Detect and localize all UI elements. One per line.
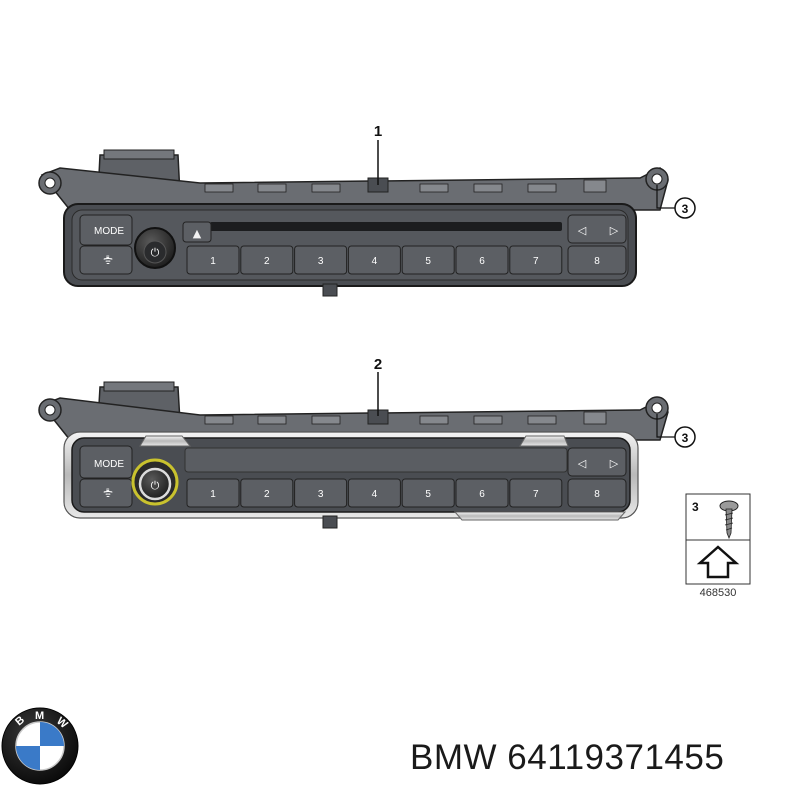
- power-icon: ⏻: [151, 479, 160, 492]
- preset-buttons: 1 2 3 4 5 6 7: [186, 245, 563, 275]
- callout-3a: 3: [682, 202, 689, 216]
- eject-icon: ▲: [193, 227, 202, 240]
- preset-label-7: 7: [533, 256, 539, 267]
- bottom-clip: [322, 515, 338, 529]
- preset-button-6[interactable]: [455, 478, 509, 508]
- bottom-clip: [322, 283, 338, 297]
- mode-label: MODE: [94, 459, 124, 470]
- seek-button[interactable]: [567, 447, 627, 477]
- radio-control-unit-1: ▲ MODE ᯤ᯦ ⏻ 1 2 3 4 5 6 7 ◁ ▷ 8: [38, 149, 669, 297]
- seek-forward-icon: ▷: [610, 224, 619, 237]
- preset-button-5[interactable]: [401, 478, 455, 508]
- bmw-logo: B M W: [1, 707, 79, 785]
- diagram-number: 468530: [700, 587, 737, 599]
- legend-item-number: 3: [692, 500, 699, 514]
- mounting-ear-left: [38, 398, 62, 422]
- preset-button-3[interactable]: [294, 245, 348, 275]
- seek-back-icon: ◁: [578, 457, 587, 470]
- seek-forward-icon: ▷: [610, 457, 619, 470]
- preset-button-5[interactable]: [401, 245, 455, 275]
- brand-name: BMW: [410, 738, 498, 777]
- mounting-ear-right: [645, 396, 669, 420]
- cd-slot: [210, 222, 562, 231]
- chrome-bottom-right: [453, 511, 627, 521]
- leader-line-3b: [656, 414, 676, 438]
- mode-button[interactable]: [79, 445, 133, 479]
- callout-circle-3a: [674, 197, 696, 219]
- mounting-ear-left: [38, 171, 62, 195]
- preset-button-1[interactable]: [186, 245, 240, 275]
- preset-button-4[interactable]: [347, 478, 401, 508]
- leader-line-3a: [656, 185, 676, 209]
- traffic-radio-icon: ᯤ᯦: [103, 487, 113, 500]
- preset-label-5: 5: [425, 489, 431, 500]
- callout-2: 2: [374, 356, 382, 373]
- preset-button-3[interactable]: [294, 478, 348, 508]
- eject-button[interactable]: [182, 221, 212, 243]
- chrome-accent-left: [139, 435, 192, 447]
- preset-label-6: 6: [479, 489, 485, 500]
- connector-top: [103, 381, 175, 392]
- chrome-accent-right: [519, 435, 569, 447]
- mounting-ear-right: [645, 167, 669, 191]
- seek-back-icon: ◁: [578, 224, 587, 237]
- preset-button-7[interactable]: [509, 245, 563, 275]
- preset-label-7: 7: [533, 489, 539, 500]
- top-ribs: [204, 179, 607, 193]
- source-button[interactable]: [79, 245, 133, 275]
- part-number: 64119371455: [507, 738, 725, 777]
- seek-button[interactable]: [567, 214, 627, 244]
- parts-legend-box: 3 468530: [685, 493, 751, 599]
- preset-label-3: 3: [318, 489, 324, 500]
- callout-circle-3b: [674, 426, 696, 448]
- source-button[interactable]: [79, 478, 133, 508]
- power-icon: ⏻: [151, 246, 160, 259]
- preset-label-2: 2: [264, 256, 270, 267]
- callout-1: 1: [374, 123, 382, 140]
- preset-label-8: 8: [594, 489, 600, 500]
- preset-label-3: 3: [318, 256, 324, 267]
- volume-knob[interactable]: [131, 458, 179, 506]
- display-area: [184, 447, 568, 473]
- preset-button-8[interactable]: [567, 478, 627, 508]
- volume-knob[interactable]: [134, 227, 176, 269]
- preset-label-4: 4: [372, 489, 378, 500]
- screw-icon: [719, 500, 739, 540]
- preset-button-8[interactable]: [567, 245, 627, 275]
- preset-label-8: 8: [594, 256, 600, 267]
- preset-button-4[interactable]: [347, 245, 401, 275]
- preset-button-2[interactable]: [240, 245, 294, 275]
- preset-label-2: 2: [264, 489, 270, 500]
- radio-control-unit-2: MODE ᯤ᯦ ⏻ 1 2 3 4 5 6 7 ◁ ▷ 8: [38, 381, 669, 529]
- mode-button[interactable]: [79, 214, 133, 246]
- connector-top: [103, 149, 175, 160]
- mode-label: MODE: [94, 226, 124, 237]
- preset-label-6: 6: [479, 256, 485, 267]
- callout-3b: 3: [682, 431, 689, 445]
- preset-buttons: 1 2 3 4 5 6 7: [186, 478, 563, 508]
- preset-label-1: 1: [210, 489, 216, 500]
- top-ribs: [204, 411, 607, 425]
- traffic-radio-icon: ᯤ᯦: [103, 254, 113, 267]
- preset-label-4: 4: [372, 256, 378, 267]
- svg-text:M: M: [35, 710, 44, 722]
- preset-button-7[interactable]: [509, 478, 563, 508]
- part-number-caption: BMW 64119371455: [410, 738, 724, 778]
- preset-button-6[interactable]: [455, 245, 509, 275]
- preset-label-5: 5: [425, 256, 431, 267]
- preset-button-2[interactable]: [240, 478, 294, 508]
- preset-button-1[interactable]: [186, 478, 240, 508]
- direction-arrow-icon: [696, 545, 740, 579]
- preset-label-1: 1: [210, 256, 216, 267]
